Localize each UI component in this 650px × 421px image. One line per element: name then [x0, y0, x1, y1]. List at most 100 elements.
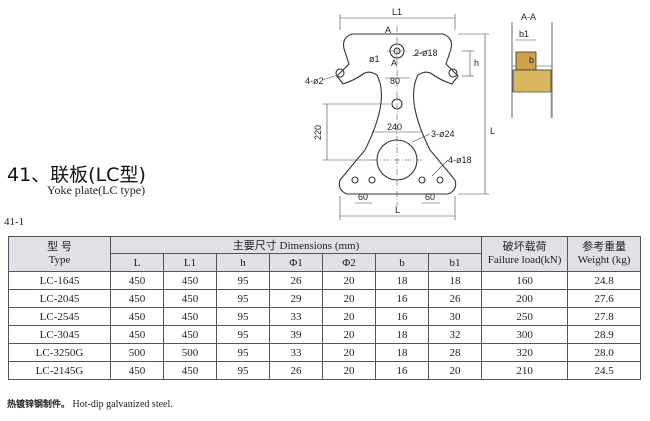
header-h: h — [216, 253, 270, 272]
table-cell-model: LC-1645 — [8, 271, 111, 290]
table-cell: 16 — [375, 307, 429, 326]
section-view — [511, 22, 553, 118]
figure-number: 41-1 — [4, 216, 25, 228]
table-cell: 18 — [375, 343, 429, 362]
table-cell: 450 — [110, 325, 164, 344]
table-cell: 250 — [481, 307, 569, 326]
label-phi1: ø1 — [369, 54, 380, 64]
yoke-plate-drawing: L1 A ø1 A 2-ø18 h 80 4-ø2 220 240 3-ø24 … — [305, 7, 553, 220]
table-cell: 27.8 — [567, 307, 642, 326]
table-cell: 16 — [375, 289, 429, 308]
table-cell: 28.0 — [567, 343, 642, 362]
label-60-left: 60 — [358, 192, 368, 202]
label-3-phi24: 3-ø24 — [431, 129, 455, 139]
table-cell: 33 — [269, 307, 323, 326]
table-cell-model: LC-3250G — [8, 343, 111, 362]
label-h: h — [474, 58, 479, 68]
header-b: b — [375, 253, 429, 272]
left-upper-hole — [335, 68, 345, 78]
table-cell: 29 — [269, 289, 323, 308]
label-L-side: L — [490, 126, 495, 136]
table-cell: 450 — [163, 307, 217, 326]
table-cell: 32 — [427, 325, 483, 344]
bottom-hole-2 — [368, 176, 376, 184]
table-cell: 24.5 — [567, 361, 642, 380]
table-cell: 28 — [427, 343, 483, 362]
table-cell-model: LC-2145G — [8, 361, 111, 380]
table-cell: 450 — [110, 271, 164, 290]
header-phi2: Φ2 — [322, 253, 376, 272]
header-failure-load: 破坏载荷 Failure load(kN) — [481, 236, 569, 272]
table-cell: 30 — [427, 307, 483, 326]
bottom-hole-4 — [436, 176, 444, 184]
header-phi1: Φ1 — [269, 253, 323, 272]
header-dimensions: 主要尺寸 Dimensions (mm) — [109, 236, 483, 254]
table-cell: 450 — [110, 307, 164, 326]
table-cell: 33 — [269, 343, 323, 362]
table-cell: 500 — [163, 343, 217, 362]
table-cell: 26 — [269, 271, 323, 290]
table-cell: 450 — [163, 361, 217, 380]
label-A-section: A — [391, 58, 397, 68]
table-cell: 27.6 — [567, 289, 642, 308]
table-cell: 95 — [216, 289, 270, 308]
table-cell: 95 — [216, 343, 270, 362]
table-cell: 320 — [481, 343, 569, 362]
footnote: 热镀锌钢制件。 Hot-dip galvanized steel. — [7, 397, 173, 410]
header-weight: 参考重量 Weight (kg) — [567, 236, 642, 272]
table-cell: 200 — [481, 289, 569, 308]
table-cell: 500 — [110, 343, 164, 362]
header-model: 型 号 Type — [8, 236, 111, 272]
table-cell-model: LC-2045 — [8, 289, 111, 308]
header-L1: L1 — [163, 253, 217, 272]
table-cell: 18 — [375, 271, 429, 290]
label-4-phi18: 4-ø18 — [448, 155, 472, 165]
table-cell: 450 — [163, 289, 217, 308]
table-cell: 24.8 — [567, 271, 642, 290]
table-cell: 300 — [481, 325, 569, 344]
table-cell: 20 — [427, 361, 483, 380]
table-cell: 26 — [269, 361, 323, 380]
label-220: 220 — [313, 125, 323, 140]
table-cell: 18 — [427, 271, 483, 290]
table-cell: 20 — [322, 271, 376, 290]
table-cell: 18 — [375, 325, 429, 344]
label-80: 80 — [390, 76, 400, 86]
table-cell: 450 — [163, 271, 217, 290]
spec-table: 型 号 Type 主要尺寸 Dimensions (mm) 破坏载荷 Failu… — [8, 236, 642, 380]
footnote-cn: 热镀锌钢制件。 — [7, 400, 71, 410]
page-subtitle: Yoke plate(LC type) — [47, 183, 146, 197]
label-b: b — [529, 55, 534, 65]
bottom-hole-1 — [351, 176, 359, 184]
table-cell: 20 — [322, 289, 376, 308]
table-cell: 450 — [110, 289, 164, 308]
label-b1: b1 — [519, 29, 529, 39]
table-cell-model: LC-3045 — [8, 325, 111, 344]
table-cell: 95 — [216, 307, 270, 326]
table-cell: 39 — [269, 325, 323, 344]
bottom-hole-3 — [418, 176, 426, 184]
table-cell: 16 — [375, 361, 429, 380]
label-60-right: 60 — [425, 192, 435, 202]
label-240: 240 — [387, 122, 402, 132]
label-L1: L1 — [392, 7, 402, 17]
table-cell: 95 — [216, 361, 270, 380]
label-4-phi2: 4-ø2 — [305, 76, 324, 86]
label-section-AA: A-A — [521, 12, 536, 22]
header-L: L — [110, 253, 164, 272]
footnote-en: Hot-dip galvanized steel. — [72, 399, 173, 410]
page-title: 41、联板(LC型) — [7, 164, 146, 186]
table-cell: 20 — [322, 325, 376, 344]
label-A-top: A — [385, 25, 391, 35]
table-cell: 95 — [216, 325, 270, 344]
plate-outline — [336, 33, 459, 195]
right-upper-hole — [448, 68, 458, 78]
table-cell: 450 — [110, 361, 164, 380]
table-cell-model: LC-2545 — [8, 307, 111, 326]
